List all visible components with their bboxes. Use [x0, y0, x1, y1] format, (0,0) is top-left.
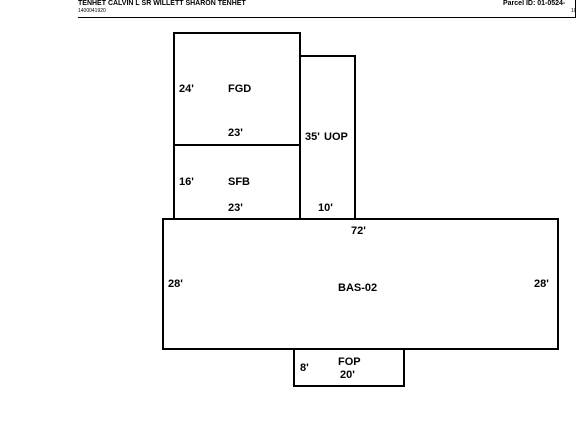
area-fop: [293, 348, 405, 387]
page-number: 10: [571, 8, 576, 14]
uop-label: UOP: [324, 131, 348, 143]
fop-bottom-dimension: 20': [340, 369, 355, 381]
sfb-bottom-dimension: 23': [228, 202, 243, 214]
header-divider: [78, 17, 576, 18]
fgd-bottom-dimension: 23': [228, 127, 243, 139]
bas-left-dimension: 28': [168, 278, 183, 290]
uop-bottom-dimension: 10': [318, 202, 333, 214]
fgd-label: FGD: [228, 83, 252, 95]
sfb-label: SFB: [228, 176, 250, 188]
bas-label: BAS-02: [338, 282, 378, 294]
bas-top-dimension: 72': [351, 225, 366, 237]
fop-side-dimension: 8': [300, 362, 309, 374]
fop-label: FOP: [338, 356, 361, 368]
bas-right-dimension: 28': [534, 278, 549, 290]
parcel-id: Parcel ID: 01-0524-: [503, 0, 566, 7]
fgd-side-dimension: 24': [179, 83, 194, 95]
report-header: TENHET CALVIN L SR WILLETT SHARON TENHET…: [0, 0, 576, 18]
uop-side-dimension: 35': [305, 131, 320, 143]
sfb-side-dimension: 16': [179, 176, 194, 188]
owner-name: TENHET CALVIN L SR WILLETT SHARON TENHET: [78, 0, 246, 7]
account-number: 1400041920: [78, 8, 106, 14]
